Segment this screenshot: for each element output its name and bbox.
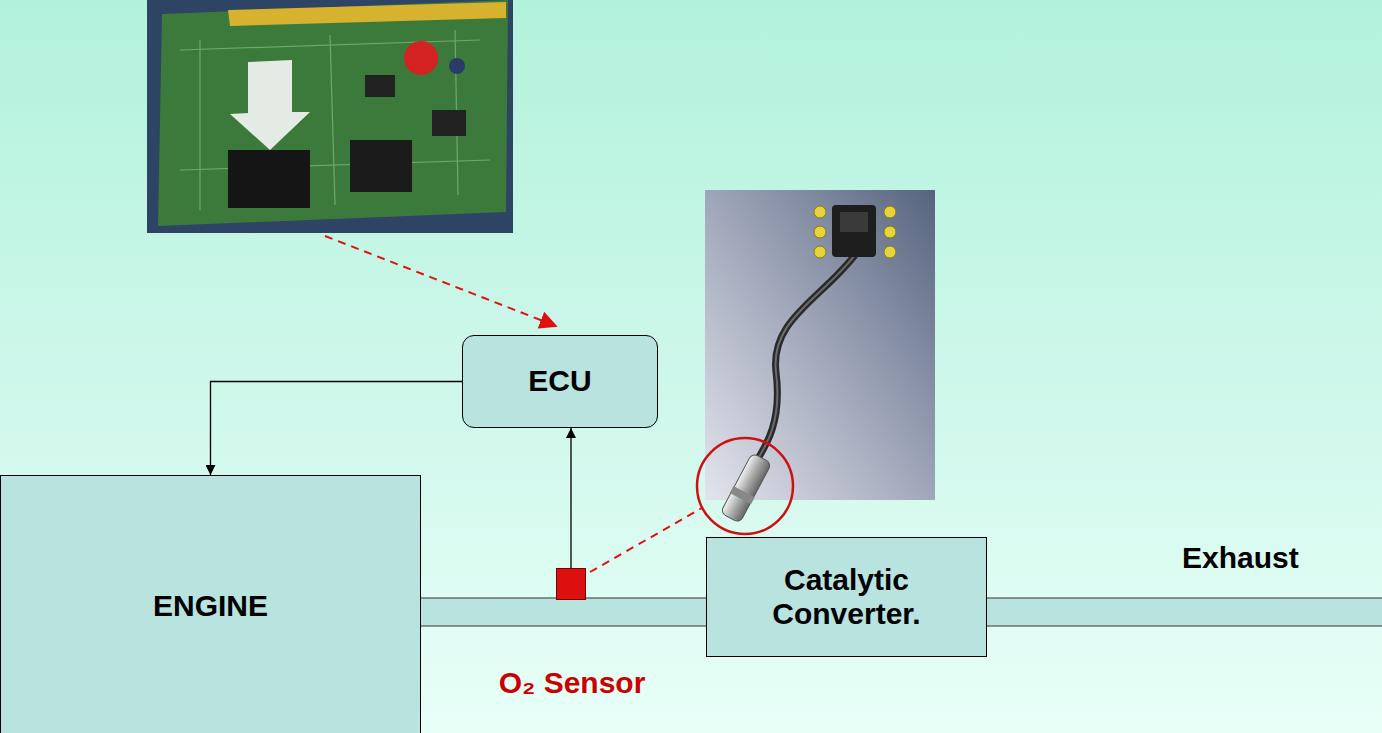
sensor-label: O₂ Sensor	[499, 666, 646, 701]
highlight-circle	[697, 438, 793, 534]
callout-leader	[325, 236, 556, 326]
sensor-photo	[705, 190, 935, 524]
signal-arrow	[211, 382, 463, 476]
node-label: Catalytic Converter.	[707, 563, 986, 632]
node-label: ECU	[528, 364, 591, 399]
node-label: ENGINE	[153, 589, 268, 624]
pipe-label: Exhaust	[1182, 541, 1299, 576]
engine-box: ENGINE	[0, 475, 421, 733]
sensor-marker: O₂ Sensor	[556, 568, 586, 600]
converter-box: Catalytic Converter.	[706, 537, 987, 657]
ecu-photo	[147, 0, 513, 233]
control-unit-box: ECU	[462, 335, 658, 428]
callout-leader	[590, 508, 702, 572]
signal-arrow	[570, 428, 571, 568]
